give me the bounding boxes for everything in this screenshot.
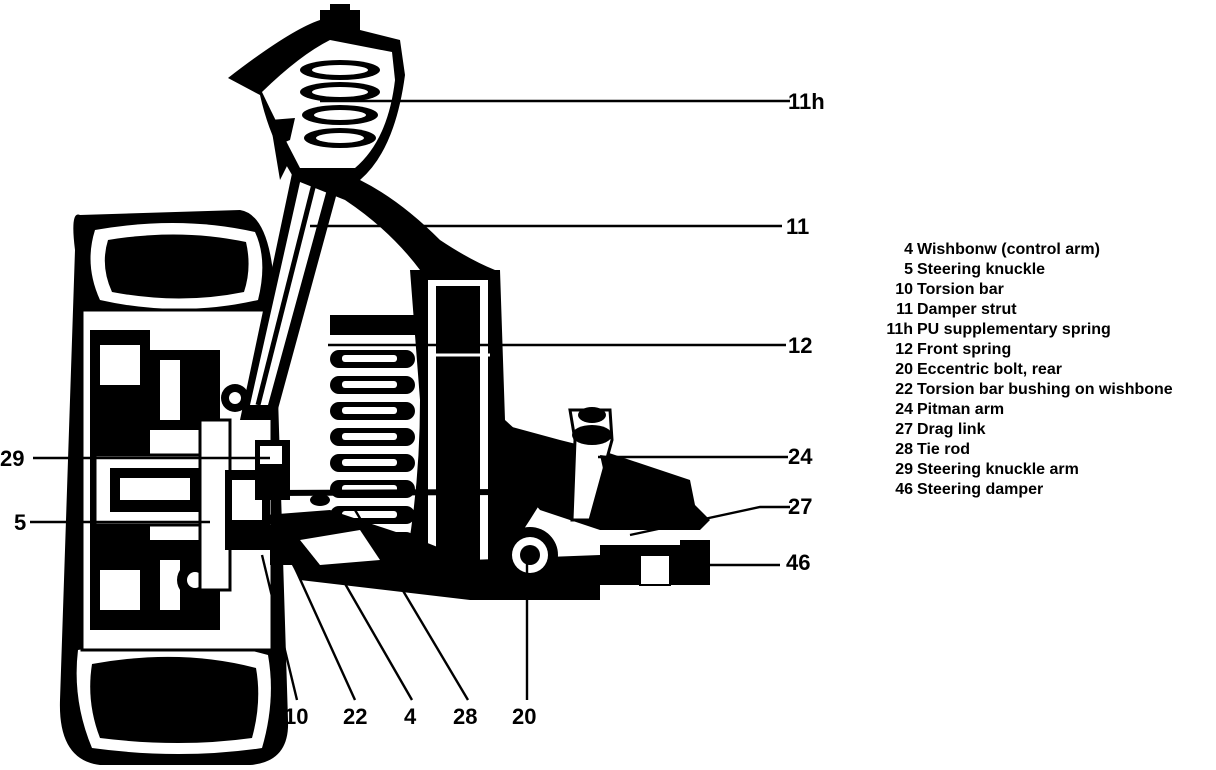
callout-10: 10 [284,704,308,729]
legend-text: Torsion bar [917,281,1004,298]
legend-text: Damper strut [917,301,1017,318]
legend-text: Pitman arm [917,401,1005,418]
eccentric-bolt [502,527,558,583]
legend-number: 24 [895,401,913,418]
pitman-arm [505,407,710,530]
legend-number: 20 [895,361,913,378]
front-spring [330,315,420,550]
callout-27: 27 [788,494,812,519]
legend-number: 46 [895,481,913,498]
legend-text: Wishbonw (control arm) [917,241,1100,258]
leader-28 [353,509,470,701]
steering-damper [600,540,710,586]
leader-27 [629,505,790,537]
callout-29: 29 [0,446,24,471]
spring-housing [400,270,560,590]
callout-4: 4 [404,704,417,729]
callout-11h: 11h [788,89,825,114]
legend-text: Drag link [917,421,986,438]
callout-20: 20 [512,704,536,729]
legend-text: PU supplementary spring [917,321,1111,338]
leader-22 [278,534,357,701]
tie-rod [269,486,530,506]
legend-number: 4 [904,241,913,258]
callout-22: 22 [343,704,367,729]
legend-number: 27 [895,421,913,438]
leader-4 [338,574,414,701]
legend-text: Torsion bar bushing on wishbone [917,381,1173,398]
legend-text: Tie rod [917,441,971,458]
tire-wheel [59,210,289,765]
legend-number: 22 [895,381,913,398]
callout-46: 46 [786,550,810,575]
callout-24: 24 [788,444,813,469]
callout-11: 11 [786,214,809,239]
callout-28: 28 [453,704,477,729]
leader-lines [30,99,790,701]
legend-number: 10 [895,281,913,298]
damper-strut [240,145,350,420]
legend-text: Steering knuckle arm [917,461,1079,478]
legend-number: 28 [895,441,913,458]
top-mount [228,4,495,270]
legend-text: Steering damper [917,481,1044,498]
legend-text: Eccentric bolt, rear [917,361,1062,378]
callout-12: 12 [788,333,812,358]
legend-number: 11h [886,321,913,338]
legend-number: 5 [904,261,913,278]
legend-number: 29 [895,461,913,478]
callout-5: 5 [14,510,26,535]
legend-text: Steering knuckle [917,261,1046,278]
legend-text: Front spring [917,341,1012,358]
callout-labels: 11h 11 12 24 27 46 29 5 10 22 4 28 20 [0,89,825,729]
legend-number: 12 [895,341,913,358]
leader-10 [260,554,299,701]
steering-knuckle [198,418,295,592]
legend-number: 11 [896,301,913,318]
